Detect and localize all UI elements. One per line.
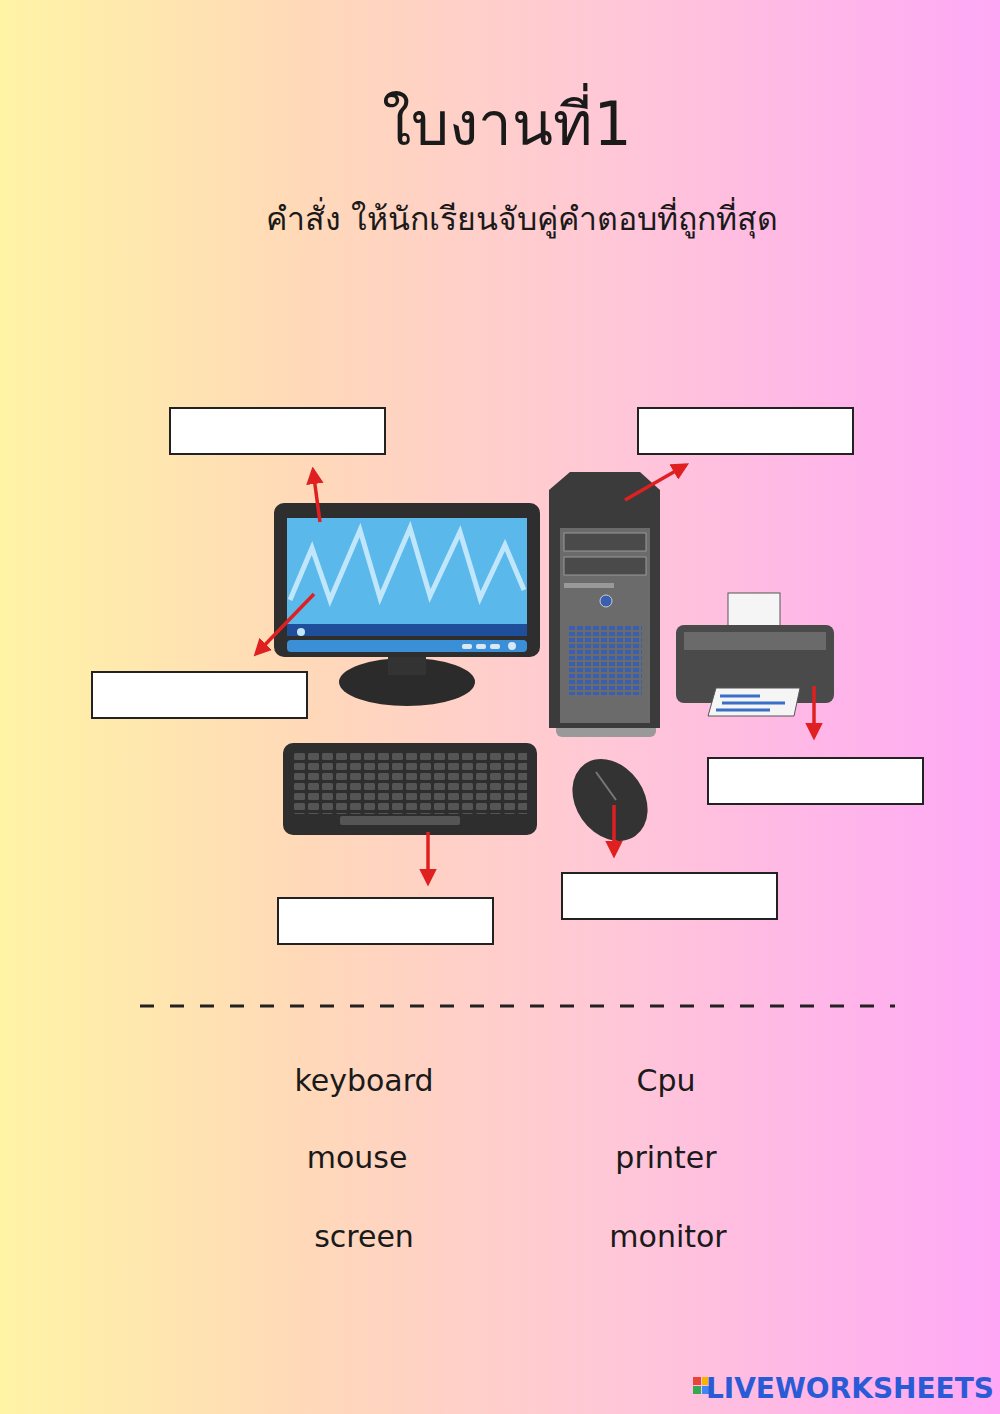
answer-box <box>92 408 923 944</box>
dashed-divider <box>140 1005 895 1008</box>
worksheet-title: ใบงานที่1 <box>382 88 631 160</box>
word-choice: Cpu <box>636 1063 695 1099</box>
printer-drawing <box>676 593 834 716</box>
mouse-drawing <box>557 744 663 855</box>
word-choice: keyboard <box>294 1063 433 1099</box>
instruction-text: คำสั่ง ให้นักเรียนจับคู่คำตอบที่ถูกที่สุ… <box>266 200 778 238</box>
monitor-drawing <box>274 503 540 706</box>
word-choice: screen <box>314 1219 414 1255</box>
cpu-tower-drawing <box>549 472 660 737</box>
watermark: LIVEWORKSHEETS <box>706 1372 994 1406</box>
word-choice: mouse <box>307 1140 408 1176</box>
word-choice: monitor <box>609 1219 726 1255</box>
leader-arrow <box>256 465 814 883</box>
keyboard-drawing <box>283 743 537 835</box>
word-choice: printer <box>615 1140 716 1176</box>
